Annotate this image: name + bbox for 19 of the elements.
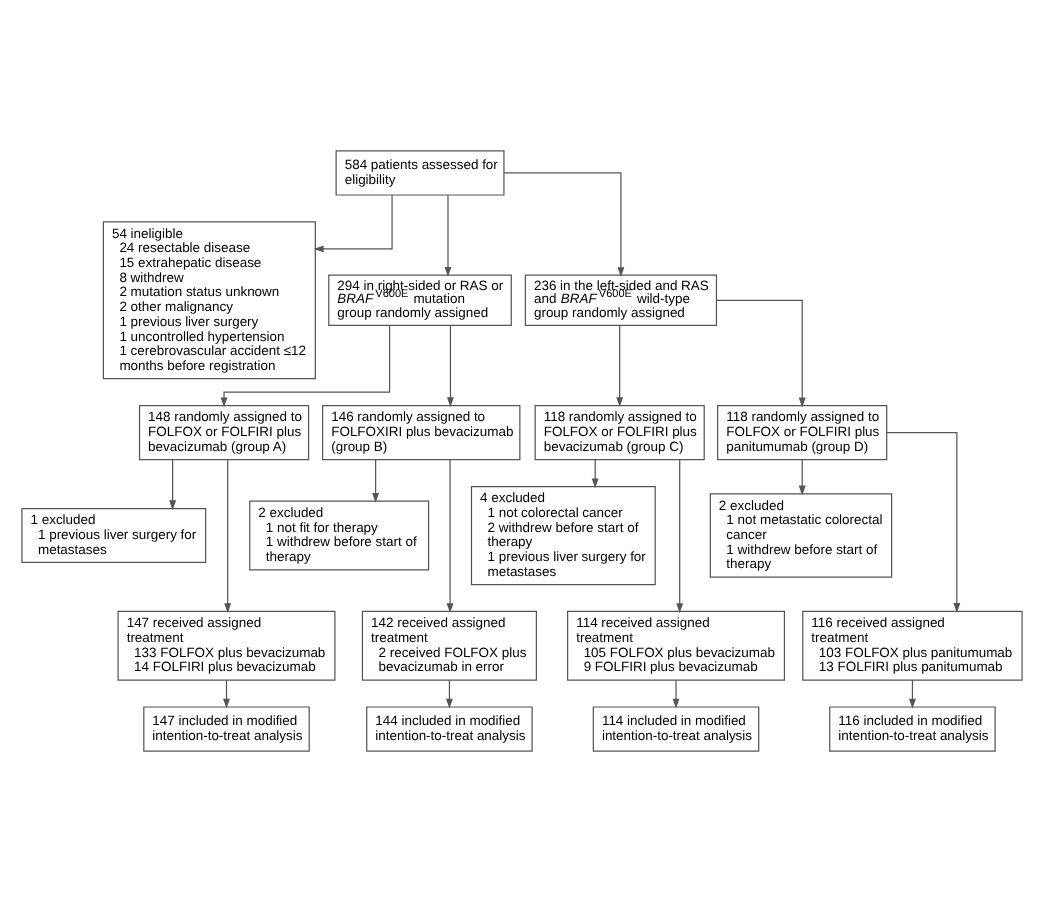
arrow xyxy=(223,678,230,708)
arrow xyxy=(169,458,177,510)
arrow xyxy=(616,323,624,407)
arrow xyxy=(446,458,454,613)
arrow xyxy=(313,193,393,252)
arrow xyxy=(446,678,453,708)
arrow xyxy=(444,193,452,276)
arrow xyxy=(372,458,380,502)
arrow xyxy=(447,323,454,407)
arrow xyxy=(672,678,680,708)
arrow xyxy=(224,458,232,613)
arrow xyxy=(716,298,806,407)
arrow xyxy=(503,171,625,276)
arrow xyxy=(886,431,961,612)
arrow xyxy=(220,324,391,407)
arrow xyxy=(676,458,684,613)
arrow xyxy=(798,458,806,495)
arrow xyxy=(909,678,916,708)
arrow xyxy=(591,458,599,488)
